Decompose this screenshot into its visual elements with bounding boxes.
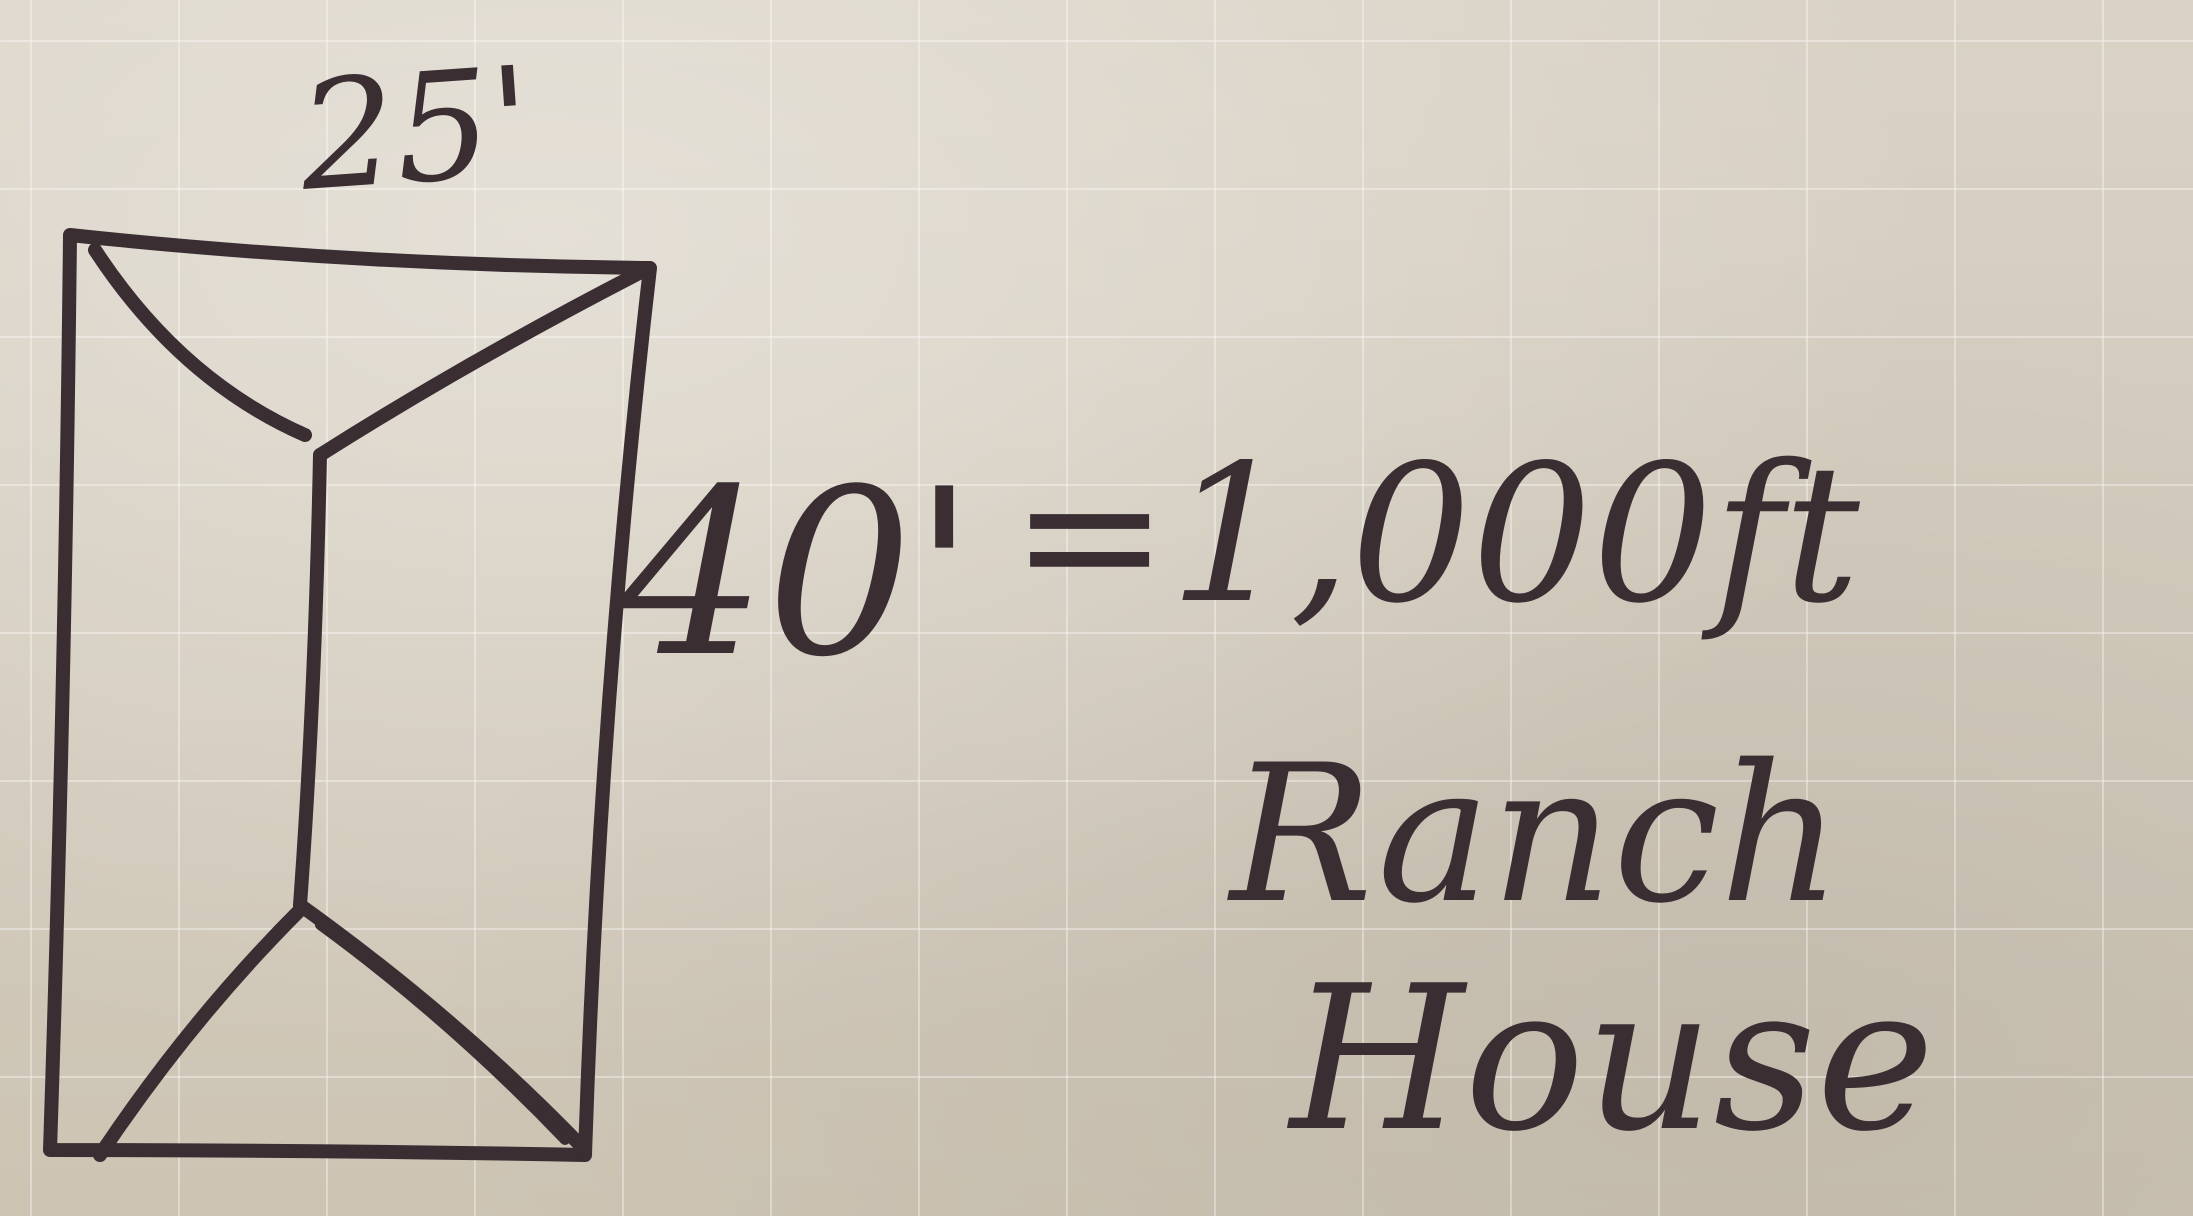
area-label: =1,000ft: [1010, 424, 1860, 645]
ridge-line: [293, 448, 327, 912]
caption-line-1: Ranch: [1230, 724, 1842, 945]
length-dimension-label: 40': [620, 441, 976, 708]
caption-line-2: House: [1290, 943, 1935, 1176]
hip-line-bottom-right-double: [315, 920, 570, 1145]
hip-line-top-left: [88, 243, 312, 442]
hip-line-bottom-left: [93, 903, 307, 1162]
width-dimension-label: 25': [294, 35, 538, 225]
roof-outline: [43, 228, 657, 1162]
hip-line-top-right: [313, 263, 652, 462]
